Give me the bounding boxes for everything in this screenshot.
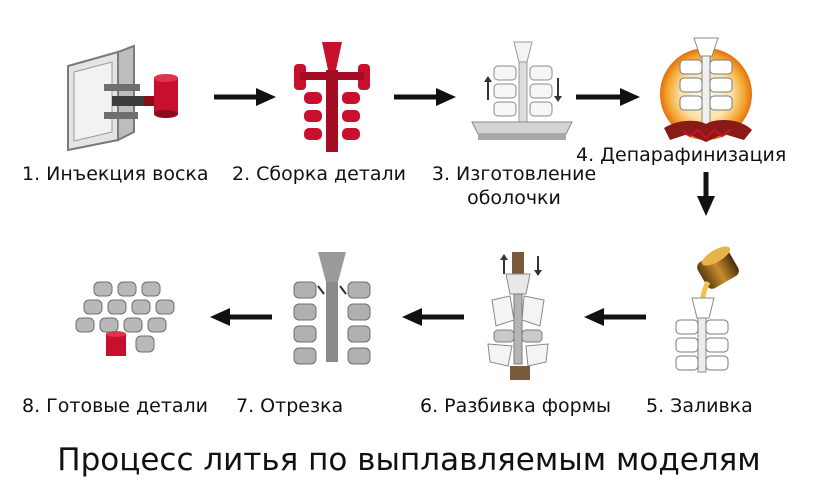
- dewax-furnace-icon: [660, 37, 752, 142]
- arrow-6-to-7: [402, 308, 464, 326]
- wax-tree-icon: [294, 42, 370, 152]
- pouring-ladle-icon: [675, 246, 739, 373]
- arrow-4-to-5: [697, 172, 715, 216]
- step-3-label-line2: оболочки: [467, 187, 561, 209]
- shell-tree-icon: [471, 41, 573, 140]
- cut-tree-icon: [293, 252, 371, 365]
- arrow-3-to-4: [576, 88, 640, 106]
- arrow-1-to-2: [214, 88, 276, 106]
- step-2-label: 2. Сборка детали: [232, 163, 407, 185]
- diagram-title: Процесс литья по выплавляемым моделям: [57, 442, 761, 478]
- step-7-label: 7. Отрезка: [236, 395, 344, 417]
- step-4-label: 4. Депарафинизация: [576, 144, 787, 166]
- arrow-2-to-3: [394, 88, 456, 106]
- arrow-5-to-6: [584, 308, 646, 326]
- step-3-label-line1: 3. Изготовление: [431, 163, 597, 185]
- step-5-label: 5. Заливка: [646, 395, 753, 417]
- arrow-7-to-8: [210, 308, 272, 326]
- injection-machine-icon: [67, 44, 178, 152]
- step-6-label: 6. Разбивка формы: [420, 395, 612, 417]
- step-1-label: 1. Инъекция воска: [22, 163, 209, 185]
- finished-parts-icon: [75, 281, 175, 356]
- broken-mold-icon: [487, 252, 549, 380]
- step-8-label: 8. Готовые детали: [22, 395, 209, 417]
